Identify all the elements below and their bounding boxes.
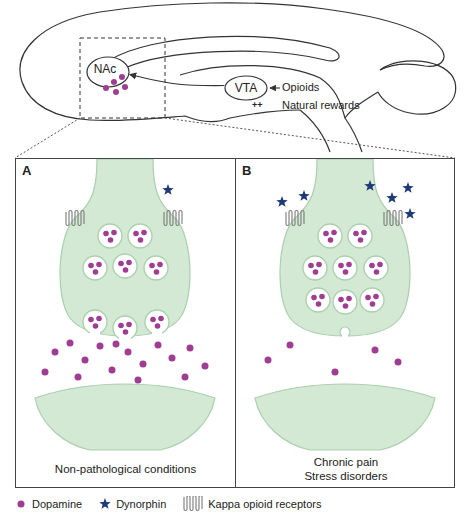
vesicle <box>364 256 388 280</box>
ellipse-outline <box>225 76 267 100</box>
vesicle <box>360 288 384 312</box>
dynorphin-star <box>298 190 309 201</box>
vesicle <box>306 288 330 312</box>
dynorphin-star <box>386 192 397 203</box>
effect-sign: ++ <box>252 99 263 112</box>
legend-text: Dopamine <box>32 498 82 510</box>
corpus-callosum <box>109 36 339 69</box>
dopamine-dots <box>42 340 209 384</box>
vesicle <box>318 224 342 248</box>
panel-box: B Chronic pain Stress disorders <box>235 158 455 488</box>
dopamine-dots <box>265 342 402 376</box>
fusing-vesicle <box>83 310 107 334</box>
zoom-line <box>165 118 455 158</box>
zoom-box <box>80 38 165 118</box>
release-pore <box>152 330 162 335</box>
release-pore <box>342 335 348 339</box>
panel-letter: B <box>242 164 251 178</box>
receptor-symbol <box>184 496 202 511</box>
star-symbol <box>99 498 110 509</box>
dynorphin-star <box>404 208 415 219</box>
cerebellum-outline <box>378 61 456 114</box>
projection-arrow <box>130 75 225 86</box>
synapse-pathological <box>255 159 435 450</box>
vesicle <box>113 254 137 278</box>
vesicle <box>98 224 122 248</box>
legend-swatch <box>14 496 28 512</box>
region-name: VTA <box>224 75 268 101</box>
dynorphin-star <box>276 196 287 207</box>
vesicle <box>333 256 357 280</box>
release-pore <box>119 336 131 341</box>
legend-text: Dynorphin <box>116 498 166 510</box>
vesicle <box>348 224 372 248</box>
region-ellipse: VTA <box>224 75 268 101</box>
vesicle <box>128 224 152 248</box>
fusing-vesicle <box>113 316 137 340</box>
panel-letter: A <box>22 164 31 178</box>
zoom-line <box>15 118 80 158</box>
brain-outline <box>20 3 456 152</box>
condition-caption: Chronic pain Stress disorders <box>300 455 392 483</box>
kappa-receptor <box>66 211 84 226</box>
vesicle <box>144 256 168 280</box>
kappa-receptor <box>384 211 402 226</box>
dynorphin-star <box>162 184 173 195</box>
legend: Dopamine Dynorphin Kappa opioid receptors <box>14 496 337 512</box>
postsynaptic-terminal <box>255 384 435 450</box>
input-arrow <box>270 87 280 88</box>
synapse-normal <box>35 159 215 450</box>
legend-swatch <box>182 496 204 512</box>
brainstem-outline <box>300 110 330 152</box>
kappa-receptor <box>286 211 304 226</box>
region-name: NAc <box>86 56 124 82</box>
postsynaptic-terminal <box>35 384 215 450</box>
legend-item: Dynorphin <box>98 496 166 512</box>
presynaptic-terminal <box>60 159 190 336</box>
fusing-vesicle <box>145 310 169 334</box>
region-ellipse: NAc <box>86 56 130 88</box>
vesicle <box>303 256 327 280</box>
legend-item: Dopamine <box>14 496 82 512</box>
legend-item: Kappa opioid receptors <box>182 496 321 512</box>
legend-text: Kappa opioid receptors <box>208 498 321 510</box>
presynaptic-terminal <box>280 159 410 336</box>
input-label: Natural rewards <box>282 99 360 112</box>
condition-caption: Non-pathological conditions <box>16 462 235 476</box>
dynorphin-star <box>402 182 413 193</box>
vesicle <box>333 290 357 314</box>
vesicle <box>83 256 107 280</box>
panel-box: A Non-pathological conditions <box>15 158 236 488</box>
release-pore <box>90 330 100 335</box>
ellipse-outline <box>87 57 129 87</box>
kappa-receptor <box>164 211 182 226</box>
legend-swatch <box>98 496 112 512</box>
dynorphin-star <box>364 180 375 191</box>
input-label: Opioids <box>282 81 319 94</box>
legend-swatch <box>18 501 25 508</box>
